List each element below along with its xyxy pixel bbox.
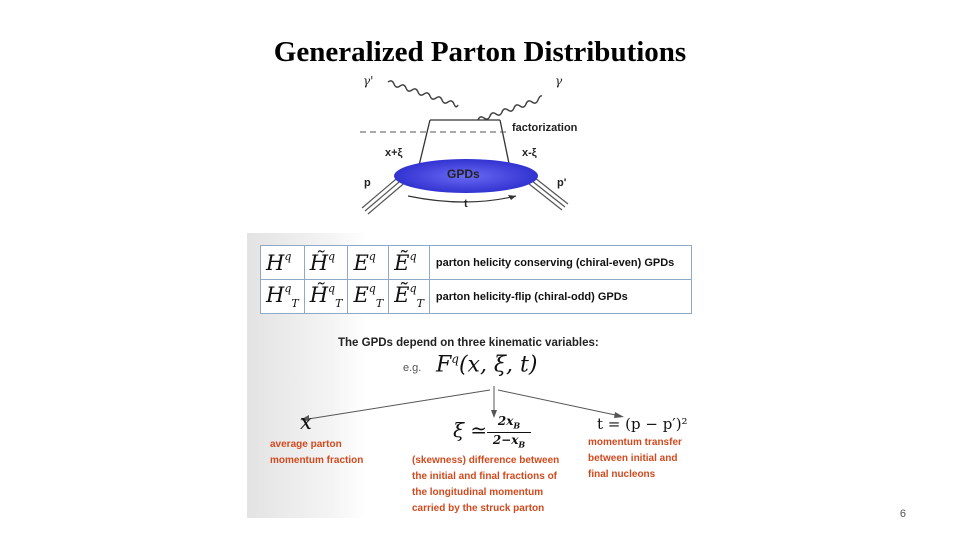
t-arrow xyxy=(407,195,517,203)
gpd-cell-ET: EqT xyxy=(347,279,390,314)
t-arrowhead xyxy=(508,195,516,200)
proton-in-line-1 xyxy=(361,173,403,209)
gpd-desc-chiral-odd: parton helicity-flip (chiral-odd) GPDs xyxy=(428,279,692,314)
gpd-blob-label: GPDs xyxy=(447,167,480,181)
p-out-label: p' xyxy=(557,177,567,189)
eg-label: e.g. xyxy=(403,362,422,374)
xi-description: (skewness) difference between the initia… xyxy=(412,455,560,514)
gpd-formula: Fq(x, ξ, t) xyxy=(436,352,538,378)
gpd-table: Hq H̃q Eq Ẽq parton helicity conserving … xyxy=(260,245,692,314)
photon-in-line xyxy=(387,80,459,108)
x-description: average parton momentum fraction xyxy=(270,439,364,466)
t-description: momentum transfer between initial and fi… xyxy=(588,437,682,480)
gpd-cell-EtildeT: ẼqT xyxy=(388,279,430,314)
gpd-cell-Htilde: H̃q xyxy=(303,245,349,280)
gpd-handbag-diagram xyxy=(360,80,569,215)
arrowhead-t xyxy=(614,412,624,418)
x-symbol: x xyxy=(300,410,312,434)
x-plus-xi-label: x+ξ xyxy=(385,147,403,159)
gamma-in-label: γ' xyxy=(363,74,374,88)
arrowhead-x xyxy=(300,415,309,421)
gamma-out-label: γ xyxy=(555,74,563,88)
gpd-cell-Etilde: Ẽq xyxy=(388,245,430,280)
proton-in-line-3 xyxy=(367,179,409,215)
kinematics-heading: The GPDs depend on three kinematic varia… xyxy=(338,337,599,349)
arrow-to-x xyxy=(301,389,491,421)
t-label: t xyxy=(464,198,468,210)
xi-fraction: 2xB 2−xB xyxy=(487,414,531,452)
xi-formula: ξ ≃ xyxy=(453,418,488,442)
t-formula: t = (p − p′)² xyxy=(597,415,688,433)
arrowhead-xi xyxy=(491,410,497,418)
x-minus-xi-label: x-ξ xyxy=(522,147,537,159)
proton-out-line-3 xyxy=(523,179,563,211)
p-in-label: p xyxy=(364,177,371,189)
gpd-cell-HtildeT: H̃qT xyxy=(303,279,349,314)
page-title: Generalized Parton Distributions xyxy=(273,36,687,68)
gpd-blob xyxy=(394,159,538,193)
factorization-label: factorization xyxy=(512,122,578,134)
arrow-to-t xyxy=(497,389,621,417)
gpd-cell-H: Hq xyxy=(260,245,305,280)
gpd-cell-HT: HqT xyxy=(260,279,305,314)
photon-out-line xyxy=(477,95,543,121)
gpd-table-row-chiral-even: Hq H̃q Eq Ẽq parton helicity conserving … xyxy=(260,245,692,280)
kinematics-arrows xyxy=(300,386,624,421)
gpd-desc-chiral-even: parton helicity conserving (chiral-even)… xyxy=(428,245,692,280)
gpd-table-row-chiral-odd: HqT H̃qT EqT ẼqT parton helicity-flip (c… xyxy=(260,279,692,314)
gpd-cell-E: Eq xyxy=(347,245,390,280)
proton-in-line-2 xyxy=(364,176,406,212)
slide-number: 6 xyxy=(899,508,906,520)
